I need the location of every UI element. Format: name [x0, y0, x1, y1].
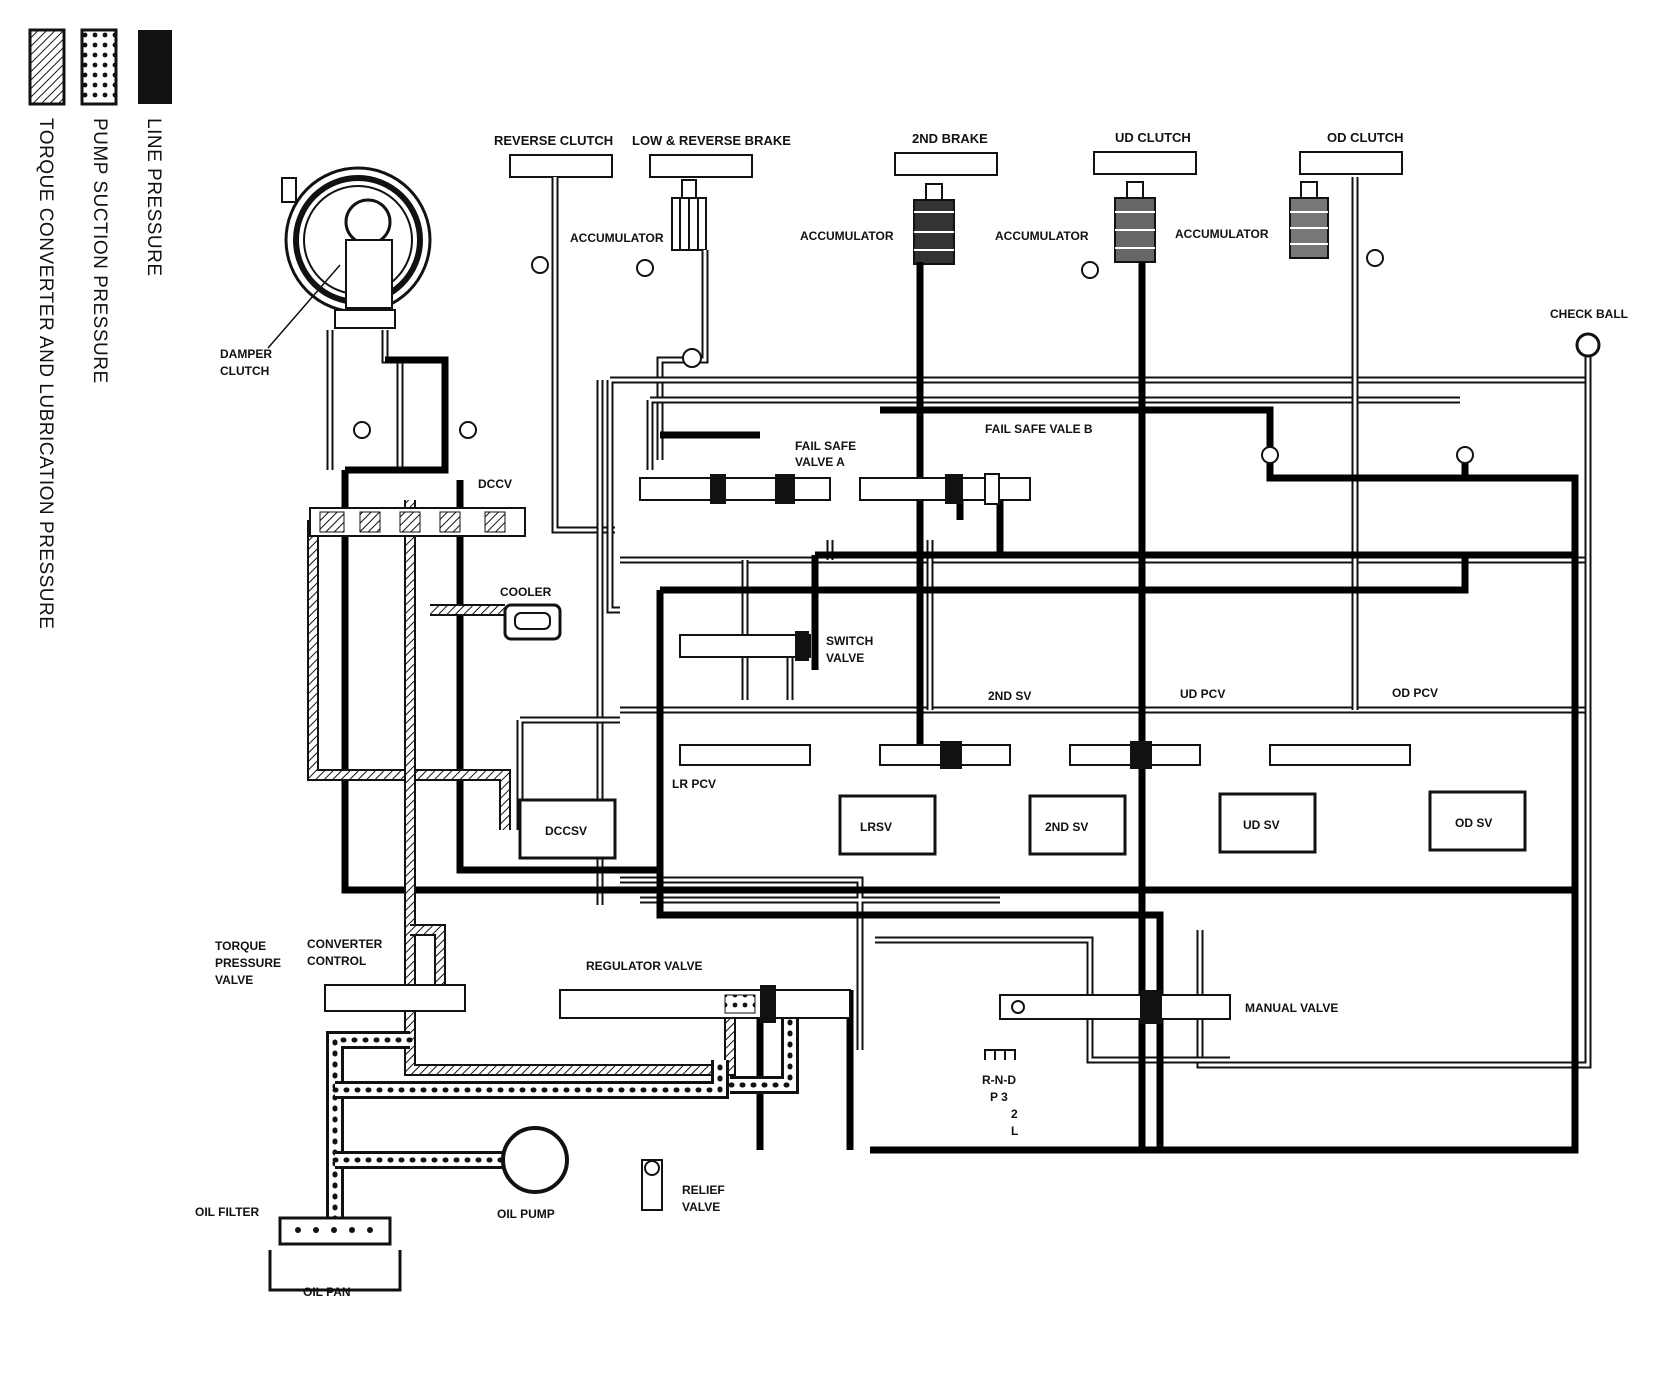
- label-od-clutch: OD CLUTCH: [1327, 130, 1404, 145]
- label-valve: VALVE: [826, 651, 864, 665]
- label-ud-sv: UD SV: [1243, 818, 1280, 832]
- label-2nd-sv: 2ND SV: [1045, 820, 1088, 834]
- label-oil-filter: OIL FILTER: [195, 1205, 260, 1219]
- legend-pump-suction: PUMP SUCTION PRESSURE: [89, 118, 110, 384]
- shift-gate-icon: [984, 1049, 1016, 1060]
- shift-position-4: L: [1011, 1124, 1018, 1138]
- label-2nd-brake: 2ND BRAKE: [912, 131, 988, 146]
- label-accumulator-2nd: ACCUMULATOR: [800, 229, 894, 243]
- legend-swatch-dotted: [80, 28, 118, 106]
- label-switch: SWITCH: [826, 634, 873, 648]
- accumulator-od: [1289, 181, 1329, 259]
- label-fail-safe-b: FAIL SAFE VALE B: [985, 422, 1093, 436]
- label-low-reverse-brake: LOW & REVERSE BRAKE: [632, 133, 791, 148]
- second-brake-box: [894, 152, 998, 176]
- line-pressure-passages: [341, 262, 1579, 1154]
- 2nd-sv: [1028, 794, 1127, 856]
- od-clutch-box: [1299, 151, 1403, 175]
- lrsv: [838, 794, 937, 856]
- lr-pcv-valve: [679, 744, 811, 766]
- low-reverse-brake-box: [649, 154, 753, 178]
- label-converter: CONVERTER: [307, 937, 383, 951]
- label-cooler: COOLER: [500, 585, 552, 599]
- label-lr-pcv: LR PCV: [672, 777, 716, 791]
- label-control: CONTROL: [307, 954, 366, 968]
- label-fail-safe-a-1: FAIL SAFE: [795, 439, 856, 453]
- accumulator-2nd: [913, 183, 955, 265]
- ud-clutch-box: [1093, 151, 1197, 175]
- switch-valve: [679, 634, 811, 658]
- shift-position-1: R-N-D: [982, 1073, 1016, 1087]
- manual-valve: [999, 994, 1231, 1020]
- label-check-ball: CHECK BALL: [1550, 307, 1628, 321]
- check-ball: [1575, 332, 1601, 358]
- legend-lubrication: TORQUE CONVERTER AND LUBRICATION PRESSUR…: [35, 118, 56, 629]
- accumulators: [671, 179, 1329, 265]
- legend-swatch-hatched: [28, 28, 66, 106]
- dccsv: [518, 798, 617, 860]
- label-accumulator-ud-right: ACCUMULATOR: [1175, 227, 1269, 241]
- fail-safe-valve-a: [639, 477, 831, 501]
- clutch-boxes: [509, 151, 1403, 178]
- label-fail-safe-a-2: VALVE A: [795, 455, 845, 469]
- label-accumulator-lr: ACCUMULATOR: [570, 231, 664, 245]
- label-relief: RELIEF: [682, 1183, 725, 1197]
- label-ud-clutch: UD CLUTCH: [1115, 130, 1191, 145]
- label-oil-pan: OIL PAN: [303, 1285, 351, 1299]
- labels: REVERSE CLUTCH LOW & REVERSE BRAKE 2ND B…: [195, 130, 1628, 1299]
- torque-pressure-valve: [324, 984, 466, 1012]
- label-2nd-sv-top: 2ND SV: [988, 689, 1031, 703]
- regulator-valve: [559, 989, 851, 1019]
- accumulator-lr: [671, 179, 707, 251]
- label-oil-pump: OIL PUMP: [497, 1207, 555, 1221]
- label-torque: TORQUE: [215, 939, 266, 953]
- label-regulator-valve: REGULATOR VALVE: [586, 959, 702, 973]
- label-clutch: CLUTCH: [220, 364, 269, 378]
- legend: LINE PRESSURE PUMP SUCTION PRESSURE TORQ…: [28, 28, 172, 629]
- accumulator-ud: [1114, 181, 1156, 263]
- label-lrsv: LRSV: [860, 820, 892, 834]
- oil-pan: [268, 1250, 402, 1292]
- valve-bodies: [268, 249, 1601, 1292]
- label-od-pcv: OD PCV: [1392, 686, 1438, 700]
- shift-position-3: 2: [1011, 1107, 1018, 1121]
- shift-position-2: P 3: [990, 1090, 1008, 1104]
- label-od-sv: OD SV: [1455, 816, 1492, 830]
- label-relief-valve: VALVE: [682, 1200, 720, 1214]
- label-pressure: PRESSURE: [215, 956, 281, 970]
- label-manual-valve: MANUAL VALVE: [1245, 1001, 1338, 1015]
- reverse-clutch-box: [509, 154, 613, 178]
- ud-sv: [1218, 792, 1317, 854]
- legend-line-pressure: LINE PRESSURE: [143, 118, 164, 277]
- label-ud-pcv: UD PCV: [1180, 687, 1225, 701]
- thin-passages: [326, 177, 1592, 1069]
- oil-pump: [501, 1126, 569, 1194]
- suction-passages: [326, 997, 799, 1233]
- od-pcv-valve: [1269, 744, 1411, 766]
- label-reverse-clutch: REVERSE CLUTCH: [494, 133, 613, 148]
- label-dccv: DCCV: [478, 477, 512, 491]
- label-dccsv: DCCSV: [545, 824, 587, 838]
- label-accumulator-ud-left: ACCUMULATOR: [995, 229, 1089, 243]
- torque-converter: [267, 166, 432, 349]
- label-damper: DAMPER: [220, 347, 272, 361]
- legend-swatch-solid: [138, 30, 172, 104]
- label-valve-tpv: VALVE: [215, 973, 253, 987]
- od-sv: [1428, 790, 1527, 852]
